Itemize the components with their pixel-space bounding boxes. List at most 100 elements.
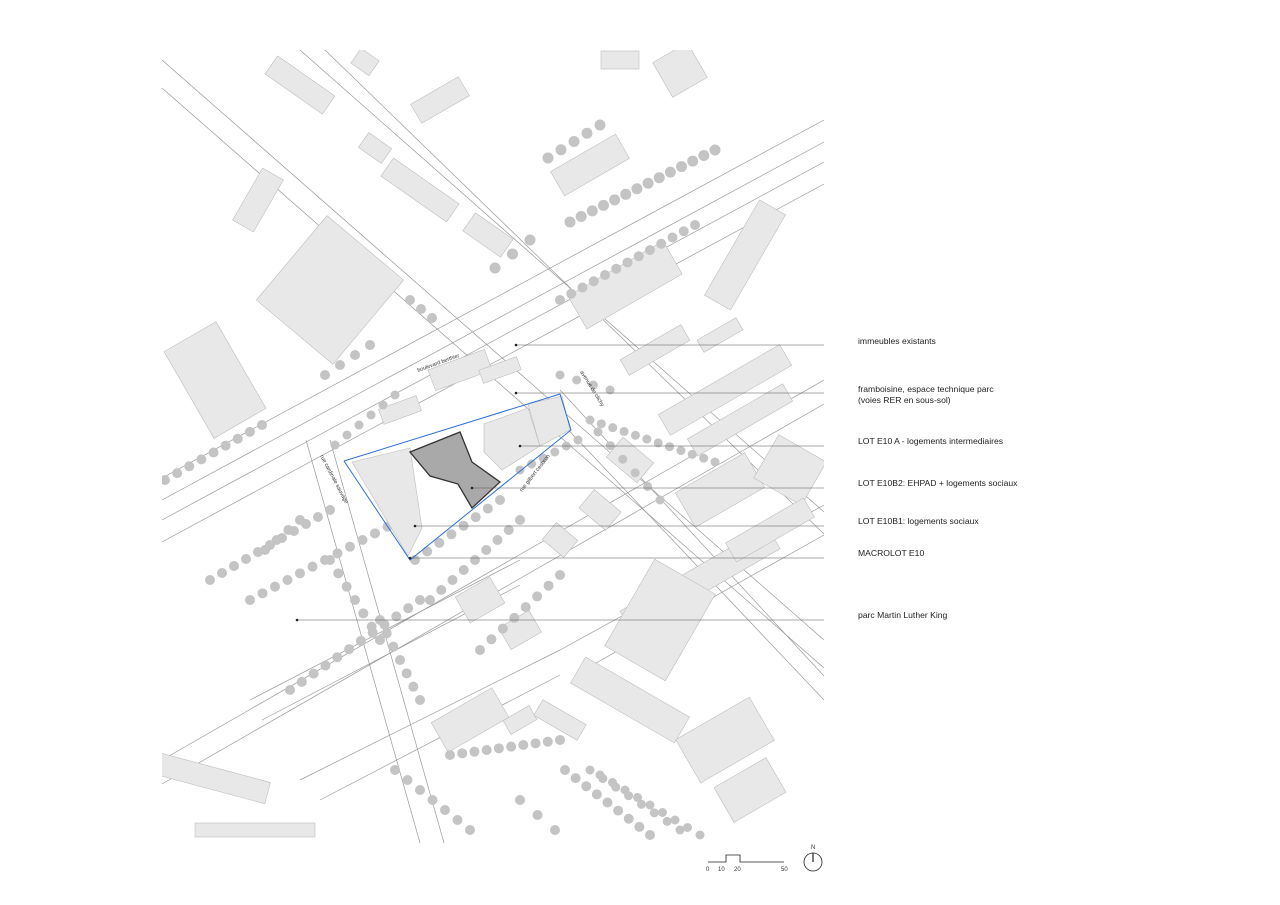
tree xyxy=(623,813,634,824)
tree xyxy=(586,205,598,217)
tree xyxy=(244,426,255,437)
tree xyxy=(664,166,676,178)
tree xyxy=(655,495,665,505)
building xyxy=(696,317,744,353)
building xyxy=(162,745,271,805)
lot-e10b1-building xyxy=(351,447,423,557)
project-site xyxy=(343,393,572,561)
leader-dot xyxy=(514,391,518,395)
tree xyxy=(636,799,646,809)
tree xyxy=(370,528,380,539)
tree xyxy=(495,495,505,505)
tree xyxy=(344,644,355,655)
tree xyxy=(271,535,282,545)
leader-dot xyxy=(514,343,518,347)
tree xyxy=(594,119,606,131)
building xyxy=(550,133,630,197)
tree xyxy=(678,226,689,237)
tree xyxy=(390,765,400,775)
tree xyxy=(667,232,678,243)
tree xyxy=(577,282,588,293)
tree xyxy=(260,545,270,555)
tree xyxy=(543,580,554,591)
road-line xyxy=(559,389,824,677)
tree xyxy=(618,454,628,464)
tree xyxy=(402,775,413,785)
tree xyxy=(530,738,541,749)
scale-tick-0: 0 xyxy=(706,867,710,873)
tree xyxy=(665,442,675,452)
tree xyxy=(608,778,617,787)
tree xyxy=(366,621,377,632)
scale-tick-10: 10 xyxy=(718,867,725,873)
legend-label-macrolot: MACROLOT E10 xyxy=(858,548,925,558)
tree xyxy=(709,144,721,156)
legend-label-parc: parc Martin Luther King xyxy=(858,610,948,620)
tree xyxy=(345,541,355,552)
tree xyxy=(520,602,531,613)
tree xyxy=(645,800,655,810)
tree xyxy=(332,548,343,559)
north-arrow-icon xyxy=(803,852,823,872)
tree xyxy=(560,765,570,775)
building xyxy=(502,705,538,735)
tree xyxy=(283,525,294,535)
tree xyxy=(634,821,645,832)
legend-label-existing: immeubles existants xyxy=(858,336,936,346)
tree xyxy=(492,535,503,545)
tree xyxy=(506,741,517,752)
tree xyxy=(605,441,615,451)
tree xyxy=(518,740,529,750)
tree xyxy=(605,385,615,395)
tree xyxy=(375,635,385,645)
building xyxy=(478,356,522,384)
tree xyxy=(527,459,537,469)
building xyxy=(533,699,587,741)
tree xyxy=(296,676,307,687)
tree xyxy=(320,370,330,380)
tree xyxy=(475,645,485,655)
tree xyxy=(653,172,665,184)
building xyxy=(704,199,786,311)
building xyxy=(578,489,622,531)
tree xyxy=(481,545,492,555)
road-line xyxy=(162,183,824,543)
tree xyxy=(401,668,412,679)
tree xyxy=(457,748,468,759)
tree xyxy=(658,808,667,817)
tree xyxy=(295,515,305,525)
tree xyxy=(515,515,525,525)
tree xyxy=(390,390,400,400)
tree xyxy=(515,795,525,805)
tree xyxy=(422,546,433,557)
road-line xyxy=(162,161,824,521)
building xyxy=(686,383,794,457)
tree xyxy=(427,313,437,323)
tree xyxy=(245,595,255,605)
road-line xyxy=(162,59,824,641)
tree xyxy=(497,623,508,634)
legend-label-lot-e10b1: LOT E10B1: logements sociaux xyxy=(858,516,979,526)
tree xyxy=(388,641,399,652)
tree xyxy=(538,453,548,463)
tree xyxy=(710,457,720,467)
tree xyxy=(591,789,602,800)
tree xyxy=(588,380,598,390)
building xyxy=(570,656,690,744)
tree xyxy=(241,554,251,564)
tree xyxy=(555,370,565,380)
tree xyxy=(452,815,463,825)
building xyxy=(619,324,691,376)
tree xyxy=(588,276,599,287)
building xyxy=(350,50,380,77)
tree xyxy=(493,743,504,754)
tree xyxy=(325,555,335,565)
tree xyxy=(683,823,692,832)
building xyxy=(657,344,793,436)
road-line xyxy=(539,399,824,701)
tree xyxy=(515,465,525,475)
tree xyxy=(643,481,653,491)
tree xyxy=(335,360,345,370)
tree xyxy=(436,585,447,595)
tree xyxy=(613,805,624,816)
